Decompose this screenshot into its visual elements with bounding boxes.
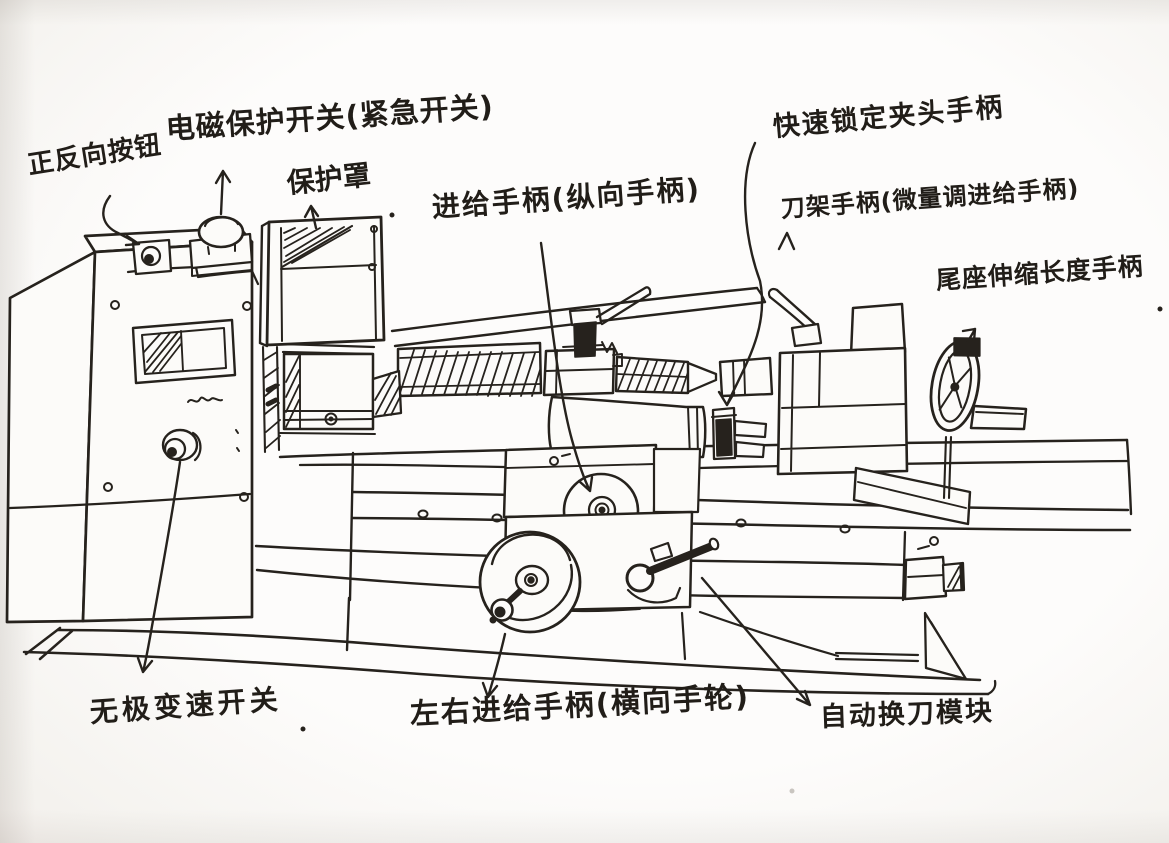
cross-slide-cylinder	[547, 395, 707, 459]
tool-post	[542, 286, 652, 397]
chuck	[279, 342, 403, 435]
forward-reverse-button	[131, 238, 173, 276]
annotation-arrows	[102, 141, 977, 707]
tailstock-extension-handle-bar	[969, 404, 1028, 431]
chip-tray-base	[22, 610, 997, 696]
label-auto-tool-change-module: 自动换刀模块	[819, 695, 995, 733]
workpiece-bar	[396, 341, 774, 398]
chuck-protective-cover	[258, 215, 386, 454]
emergency-stop-button	[188, 215, 254, 277]
tailstock	[767, 288, 972, 526]
headstock-cabinet	[5, 226, 260, 624]
quick-lock-clamp-handle	[711, 406, 768, 461]
longitudinal-handwheel	[478, 530, 582, 634]
stray-marks	[300, 212, 1163, 794]
leadscrew-end-bracket	[903, 536, 966, 601]
auto-tool-change-lever	[625, 537, 720, 604]
tailstock-handwheel	[929, 337, 981, 432]
